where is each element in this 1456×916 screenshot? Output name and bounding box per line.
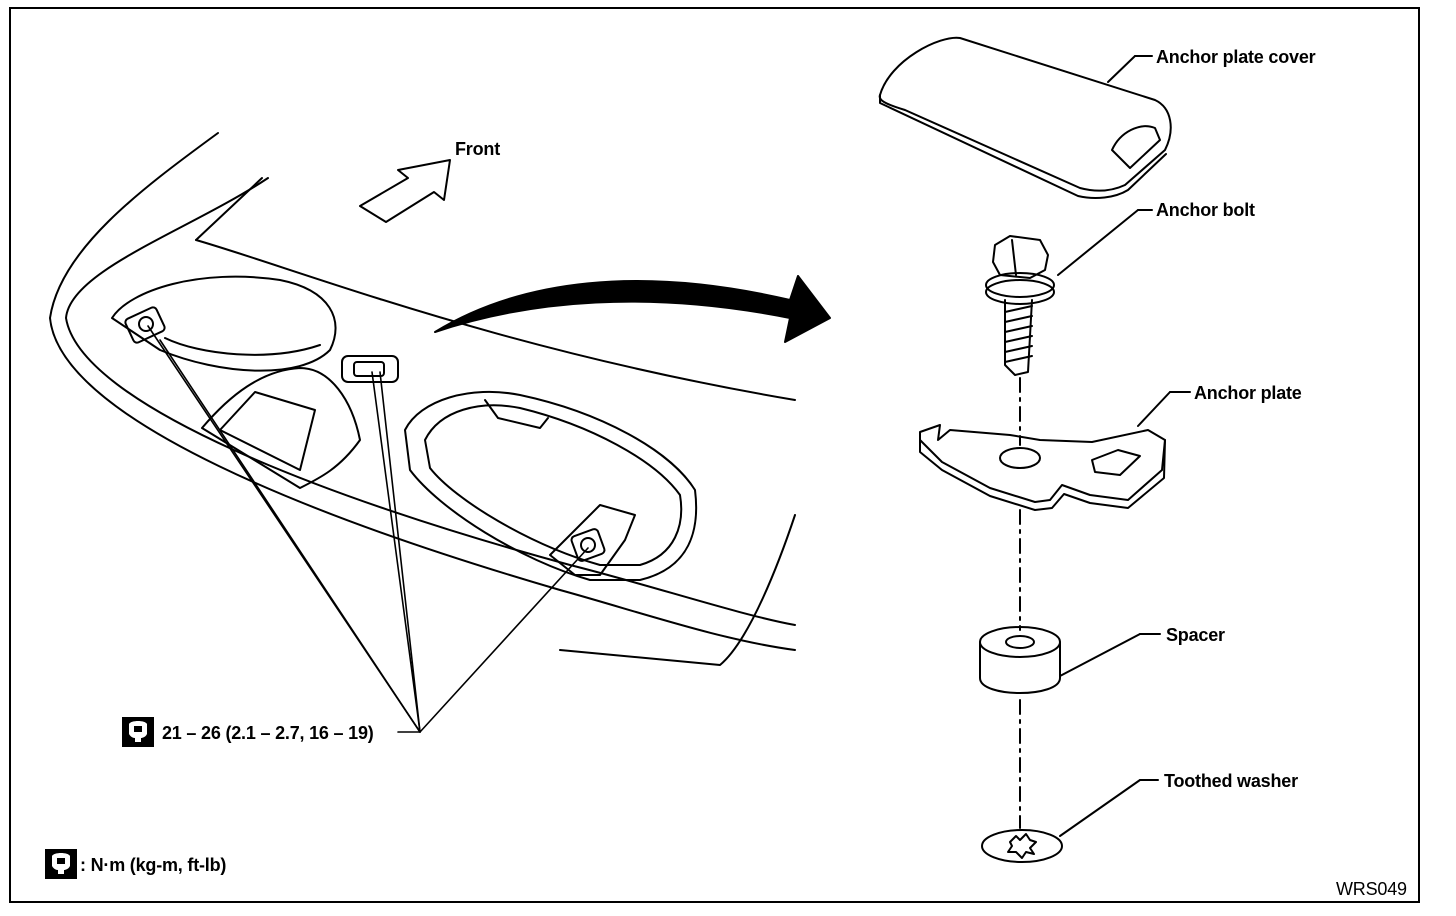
anchor-plate-cover-drawing <box>878 36 1172 199</box>
left-recess-inner <box>164 337 321 356</box>
anchor-plate-label: Anchor plate <box>1194 383 1302 403</box>
right-anchor-point <box>549 504 636 576</box>
torque-wrench-icon <box>45 849 77 879</box>
center-hump <box>201 367 361 489</box>
center-hump-slot <box>219 391 316 471</box>
left-seat-recess <box>111 275 337 372</box>
toothed-washer-drawing <box>981 779 1159 863</box>
anchor-bolt-drawing <box>985 209 1153 376</box>
diagram-frame <box>9 7 1420 903</box>
curved-arrow-icon <box>434 275 831 343</box>
right-recess-inner <box>424 404 683 566</box>
shelf-lower-panel <box>559 514 796 666</box>
front-arrow-icon <box>359 159 451 223</box>
torque-leader-lines <box>147 325 589 733</box>
right-seat-recess <box>404 391 698 581</box>
anchor-bolt-label: Anchor bolt <box>1156 200 1255 220</box>
anchor-plate-drawing <box>919 391 1191 511</box>
right-recess-tab <box>484 399 549 429</box>
shelf-inner-edge <box>65 177 796 626</box>
left-anchor-point <box>124 306 166 344</box>
anchor-plate-cover-label: Anchor plate cover <box>1156 47 1316 67</box>
spacer-drawing <box>979 626 1161 694</box>
front-label: Front <box>455 139 500 159</box>
shelf-trim-line <box>195 177 263 241</box>
figure-code: WRS049 <box>1336 879 1407 899</box>
parcel-shelf-drawing <box>49 132 796 733</box>
torque-wrench-icon <box>122 717 154 747</box>
center-anchor-point <box>341 355 399 383</box>
shelf-rear-edge <box>195 239 796 401</box>
toothed-washer-label: Toothed washer <box>1164 771 1298 791</box>
torque-legend: : N·m (kg-m, ft-lb) <box>80 855 227 875</box>
shelf-outer-edge <box>49 132 796 651</box>
torque-spec: 21 – 26 (2.1 – 2.7, 16 – 19) <box>162 723 374 743</box>
spacer-label: Spacer <box>1166 625 1225 645</box>
